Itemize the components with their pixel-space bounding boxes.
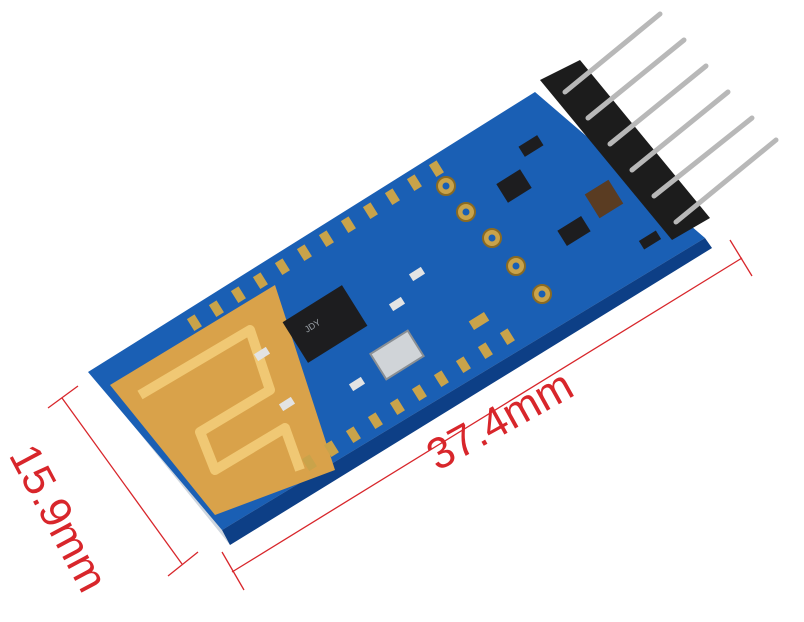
height-dimension-tick-bottom (167, 551, 199, 577)
width-dimension-tick-right (729, 239, 753, 277)
height-dimension-line (61, 397, 183, 565)
width-dimension-line (231, 257, 743, 573)
height-dimension-tick-top (47, 385, 79, 409)
dimension-lines (47, 239, 753, 591)
main-ic-chip (282, 285, 368, 363)
header-pins (562, 11, 779, 225)
bluetooth-module-board: JDY (88, 11, 779, 545)
antenna-area (110, 285, 335, 515)
smd-components (253, 135, 662, 412)
header-plastic (540, 60, 710, 240)
edge-pads-bottom (301, 328, 515, 472)
width-dimension-tick-left (221, 551, 245, 591)
antenna-trace-icon (137, 325, 305, 475)
pin-header (540, 11, 779, 240)
crystal-oscillator (369, 329, 425, 381)
pcb-shade (222, 238, 712, 545)
through-hole-pad-centers (442, 182, 546, 298)
edge-pads-top (186, 160, 444, 332)
